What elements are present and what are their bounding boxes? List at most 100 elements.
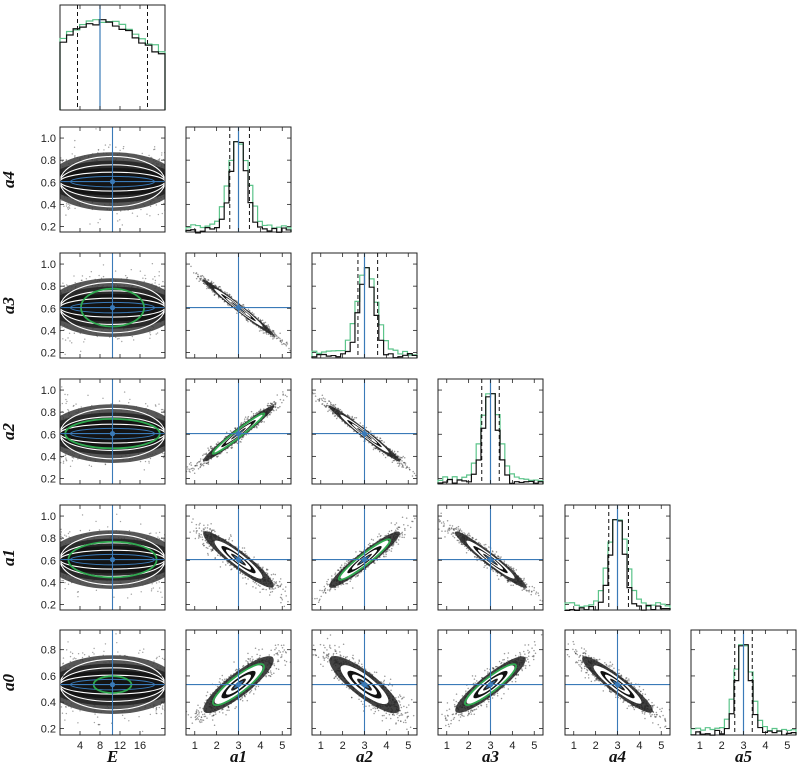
sample-point bbox=[89, 223, 91, 225]
panel-content bbox=[186, 379, 296, 484]
sample-point bbox=[148, 462, 150, 464]
sample-point bbox=[128, 402, 130, 404]
sample-point bbox=[75, 403, 77, 405]
sample-point bbox=[258, 330, 261, 332]
sample-point bbox=[74, 139, 76, 142]
sample-point bbox=[146, 213, 148, 215]
sample-point bbox=[277, 406, 280, 409]
sample-point bbox=[72, 457, 75, 459]
sample-point bbox=[203, 462, 205, 465]
sample-point bbox=[118, 337, 120, 340]
sample-point bbox=[160, 154, 163, 156]
sample-point bbox=[122, 145, 125, 148]
sample-point bbox=[64, 454, 66, 457]
sample-point bbox=[64, 353, 66, 356]
sample-point bbox=[279, 332, 281, 335]
sample-point bbox=[198, 461, 200, 463]
sample-point bbox=[144, 460, 147, 463]
sample-point bbox=[151, 263, 154, 265]
sample-point bbox=[217, 296, 220, 299]
sample-point bbox=[102, 275, 105, 278]
sample-point bbox=[154, 404, 157, 406]
sample-point bbox=[255, 426, 257, 428]
x-tick-label: 3 bbox=[740, 740, 746, 752]
sample-point bbox=[267, 333, 270, 335]
sample-point bbox=[253, 313, 255, 315]
sample-point bbox=[188, 463, 191, 465]
panel-frame bbox=[59, 126, 166, 233]
sample-point bbox=[252, 413, 255, 415]
sample-point bbox=[207, 461, 209, 464]
sample-point bbox=[230, 295, 233, 298]
sample-point bbox=[104, 463, 107, 466]
sample-point bbox=[263, 321, 265, 324]
sample-point bbox=[293, 392, 295, 394]
sample-point bbox=[187, 468, 189, 470]
sample-point bbox=[141, 152, 143, 155]
sample-point bbox=[162, 456, 165, 459]
sample-point bbox=[116, 338, 119, 340]
sample-point bbox=[190, 265, 192, 268]
y-tick-label: 0.6 bbox=[41, 177, 56, 189]
sample-point bbox=[270, 411, 273, 414]
sample-point bbox=[119, 219, 121, 221]
sample-point bbox=[67, 284, 69, 287]
sample-point bbox=[229, 430, 232, 432]
panel-a3-E: 0.20.40.60.81.0 bbox=[41, 252, 166, 359]
sample-point bbox=[243, 418, 246, 420]
sample-point bbox=[121, 224, 124, 226]
sample-point bbox=[210, 445, 212, 448]
x-tick-label: 2 bbox=[719, 740, 725, 752]
y-tick-label: 0.8 bbox=[41, 407, 56, 419]
sample-point bbox=[202, 454, 204, 457]
sample-point bbox=[104, 144, 107, 146]
sample-point bbox=[261, 319, 264, 322]
sample-point bbox=[184, 261, 186, 263]
sample-point bbox=[90, 271, 93, 273]
sample-point bbox=[282, 391, 284, 393]
sample-point bbox=[148, 460, 150, 463]
sample-point bbox=[197, 276, 199, 278]
sample-point bbox=[273, 332, 276, 334]
sample-point bbox=[228, 304, 230, 307]
sample-point bbox=[250, 416, 252, 419]
sample-point bbox=[289, 349, 291, 352]
sample-point bbox=[62, 338, 64, 340]
sample-point bbox=[102, 397, 104, 400]
sample-point bbox=[294, 390, 296, 392]
panel-a2-a1 bbox=[185, 378, 296, 485]
sample-point bbox=[183, 263, 185, 265]
sample-point bbox=[202, 276, 205, 278]
sample-point bbox=[274, 406, 277, 409]
sample-point bbox=[73, 146, 76, 148]
sample-point bbox=[157, 159, 160, 161]
sample-point bbox=[154, 282, 156, 284]
sample-point bbox=[274, 403, 277, 406]
sample-point bbox=[65, 214, 67, 216]
sample-point bbox=[117, 220, 119, 222]
sample-point bbox=[236, 442, 239, 445]
sample-point bbox=[242, 436, 244, 439]
sample-point bbox=[286, 343, 289, 345]
sample-point bbox=[153, 146, 156, 148]
sample-point bbox=[214, 293, 216, 295]
sample-point bbox=[190, 467, 193, 470]
sample-point bbox=[302, 362, 304, 364]
sample-point bbox=[275, 409, 278, 411]
sample-point bbox=[240, 438, 243, 441]
sample-point bbox=[142, 277, 144, 279]
sample-point bbox=[286, 341, 288, 344]
sample-point bbox=[224, 291, 226, 293]
sample-point bbox=[74, 281, 76, 284]
sample-point bbox=[244, 416, 247, 418]
sample-point bbox=[118, 400, 121, 402]
sample-point bbox=[273, 409, 275, 412]
sample-point bbox=[269, 335, 272, 337]
sample-point bbox=[149, 332, 151, 334]
sample-point bbox=[207, 287, 210, 289]
sample-point bbox=[65, 402, 67, 405]
sample-point bbox=[197, 468, 200, 470]
y-tick-label: 0.2 bbox=[41, 221, 56, 233]
sample-point bbox=[280, 341, 283, 344]
